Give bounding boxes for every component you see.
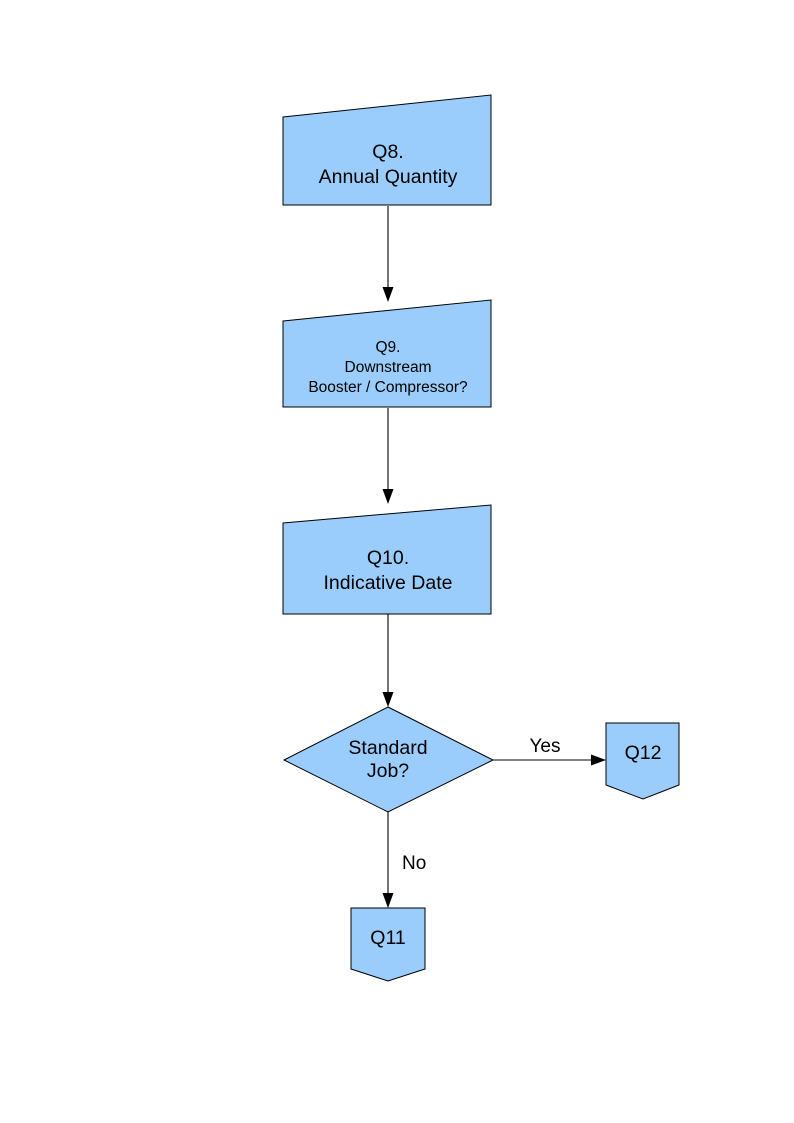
node-q12-shape[interactable] bbox=[605, 722, 680, 800]
node-q12-label: Q12 bbox=[625, 742, 662, 764]
node-q9[interactable]: Q9. Downstream Booster / Compressor? bbox=[282, 299, 492, 408]
edge-q10-to-decision bbox=[382, 614, 394, 707]
node-q8-shape[interactable] bbox=[282, 94, 492, 206]
node-q8-line1: Q8. bbox=[372, 141, 403, 163]
node-q8[interactable]: Q8. Annual Quantity bbox=[282, 94, 492, 206]
arrowhead-icon bbox=[382, 287, 394, 302]
node-q8-line2: Annual Quantity bbox=[319, 166, 458, 188]
node-q11-shape[interactable] bbox=[350, 907, 426, 982]
node-q10[interactable]: Q10. Indicative Date bbox=[282, 504, 492, 615]
arrowhead-icon bbox=[382, 489, 394, 504]
edge-label-yes: Yes bbox=[530, 736, 561, 757]
edge-decision-to-q11: No bbox=[382, 812, 426, 908]
arrowhead-icon bbox=[382, 692, 394, 707]
node-q9-line1: Q9. bbox=[376, 339, 401, 356]
node-q9-line2: Downstream bbox=[345, 359, 432, 376]
edge-decision-to-q12: Yes bbox=[493, 736, 606, 766]
edge-q8-to-q9 bbox=[382, 206, 394, 302]
node-decision-shape[interactable] bbox=[282, 706, 495, 813]
node-q10-shape[interactable] bbox=[282, 504, 492, 615]
arrowhead-icon bbox=[382, 893, 394, 908]
node-q11[interactable]: Q11 bbox=[350, 907, 426, 982]
node-q10-line2: Indicative Date bbox=[324, 572, 453, 594]
node-q9-line3: Booster / Compressor? bbox=[308, 379, 468, 396]
node-decision-line2: Job? bbox=[367, 760, 409, 782]
arrowhead-icon bbox=[591, 754, 606, 766]
edge-label-no: No bbox=[402, 853, 426, 874]
edge-q9-to-q10 bbox=[382, 408, 394, 504]
node-q10-line1: Q10. bbox=[367, 547, 409, 569]
node-q11-label: Q11 bbox=[370, 927, 405, 949]
node-q9-shape[interactable] bbox=[282, 299, 492, 408]
node-decision-standard-job[interactable]: Standard Job? bbox=[282, 706, 495, 813]
node-decision-line1: Standard bbox=[348, 737, 427, 759]
node-q12[interactable]: Q12 bbox=[605, 722, 680, 800]
